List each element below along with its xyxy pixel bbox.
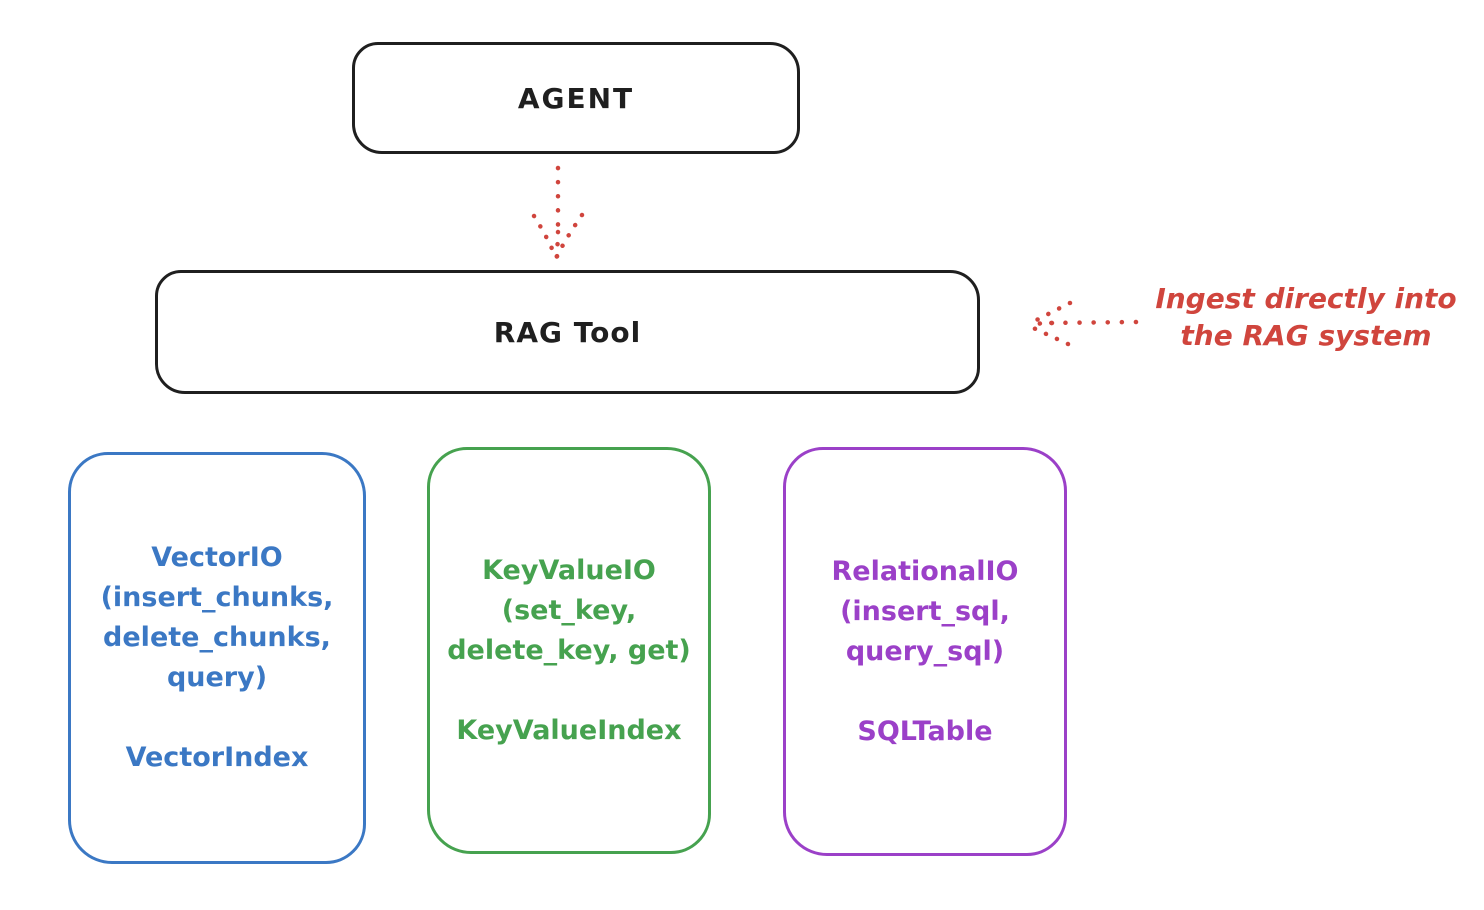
- relationalio-text: RelationalIO (insert_sql, query_sql) SQL…: [832, 552, 1019, 752]
- vectorio-line: query): [166, 662, 268, 693]
- agent-label: AGENT: [517, 81, 635, 115]
- relationalio-index-label: SQLTable: [857, 715, 993, 747]
- keyvalueio-text: KeyValueIO (set_key, delete_key, get) Ke…: [447, 551, 691, 751]
- annotation-line-1: Ingest directly into: [1155, 282, 1457, 315]
- agent-to-ragtool-arrow: [531, 165, 585, 261]
- keyvalueio-line: (set_key,: [501, 594, 637, 626]
- keyvalueio-line: KeyValueIO: [482, 554, 656, 586]
- vectorio-text: VectorIO (insert_chunks, delete_chunks, …: [101, 538, 334, 778]
- keyvalueio-box: KeyValueIO (set_key, delete_key, get) Ke…: [427, 447, 711, 854]
- rag-tool-box: RAG Tool: [155, 270, 980, 394]
- vectorio-box: VectorIO (insert_chunks, delete_chunks, …: [68, 452, 366, 864]
- vectorio-line: delete_chunks,: [103, 622, 331, 653]
- keyvalueio-line: delete_key, get): [447, 634, 691, 666]
- annotation-line-2: the RAG system: [1180, 319, 1432, 352]
- relationalio-line: (insert_sql,: [840, 595, 1010, 627]
- relationalio-line: RelationalIO: [831, 555, 1019, 587]
- relationalio-line: query_sql): [845, 635, 1005, 667]
- annotation-to-ragtool-arrow: [1024, 300, 1139, 347]
- vectorio-index-label: VectorIndex: [125, 742, 309, 773]
- vectorio-line: VectorIO: [151, 542, 283, 573]
- rag-tool-label: RAG Tool: [493, 315, 642, 349]
- vectorio-line: (insert_chunks,: [100, 582, 334, 613]
- annotation-text: Ingest directly into the RAG system: [1138, 280, 1474, 354]
- agent-box: AGENT: [352, 42, 800, 154]
- keyvalueio-index-label: KeyValueIndex: [456, 714, 682, 746]
- relationalio-box: RelationalIO (insert_sql, query_sql) SQL…: [783, 447, 1067, 856]
